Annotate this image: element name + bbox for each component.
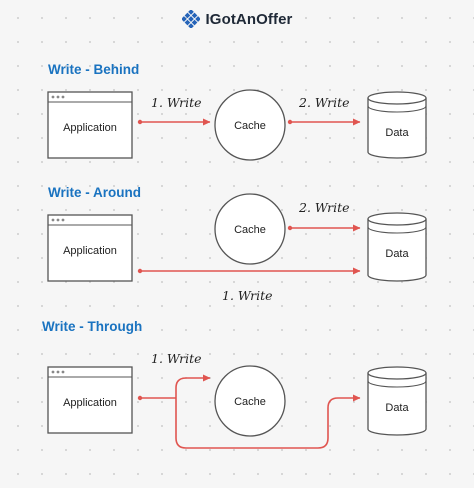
data-label: Data: [385, 127, 409, 139]
application-window: Application: [47, 214, 133, 282]
cache-node: Cache: [214, 193, 286, 265]
data-label: Data: [385, 402, 409, 414]
cache-label: Cache: [234, 120, 266, 132]
write-arrow-to-data: [175, 394, 361, 449]
data-label: Data: [385, 248, 409, 260]
section-write-behind: Application Cache Data 1. Write 2. Write: [47, 89, 427, 161]
edge-label-1-write: 1. Write: [151, 95, 202, 110]
edge-label-2-write: 2. Write: [298, 95, 350, 110]
application-window: Application: [47, 91, 133, 159]
section-heading-write-around: Write - Around: [48, 185, 141, 200]
section-write-around: Application Cache Data 2. Write 1. Write: [47, 193, 427, 303]
brand-name: IGotAnOffer: [205, 10, 293, 28]
edge-label-1-write: 1. Write: [222, 288, 273, 303]
application-label: Application: [63, 122, 117, 134]
database-cylinder: Data: [367, 366, 427, 436]
section-heading-write-behind: Write - Behind: [48, 62, 140, 77]
section-write-through: Application Cache Data 1. Write: [47, 351, 427, 449]
write-arrow-to-cache: [175, 374, 211, 398]
grid-logo-icon: [181, 10, 200, 28]
brand: IGotAnOffer: [0, 10, 474, 28]
application-window: Application: [47, 366, 133, 434]
edge-label-1-write: 1. Write: [151, 351, 202, 366]
application-label: Application: [63, 245, 117, 257]
database-cylinder: Data: [367, 91, 427, 159]
edge-label-2-write: 2. Write: [298, 200, 350, 215]
section-heading-write-through: Write - Through: [42, 319, 143, 334]
cache-label: Cache: [234, 396, 266, 408]
cache-node: Cache: [214, 89, 286, 161]
cache-label: Cache: [234, 224, 266, 236]
cache-node: Cache: [214, 365, 286, 437]
database-cylinder: Data: [367, 212, 427, 282]
application-label: Application: [63, 397, 117, 409]
